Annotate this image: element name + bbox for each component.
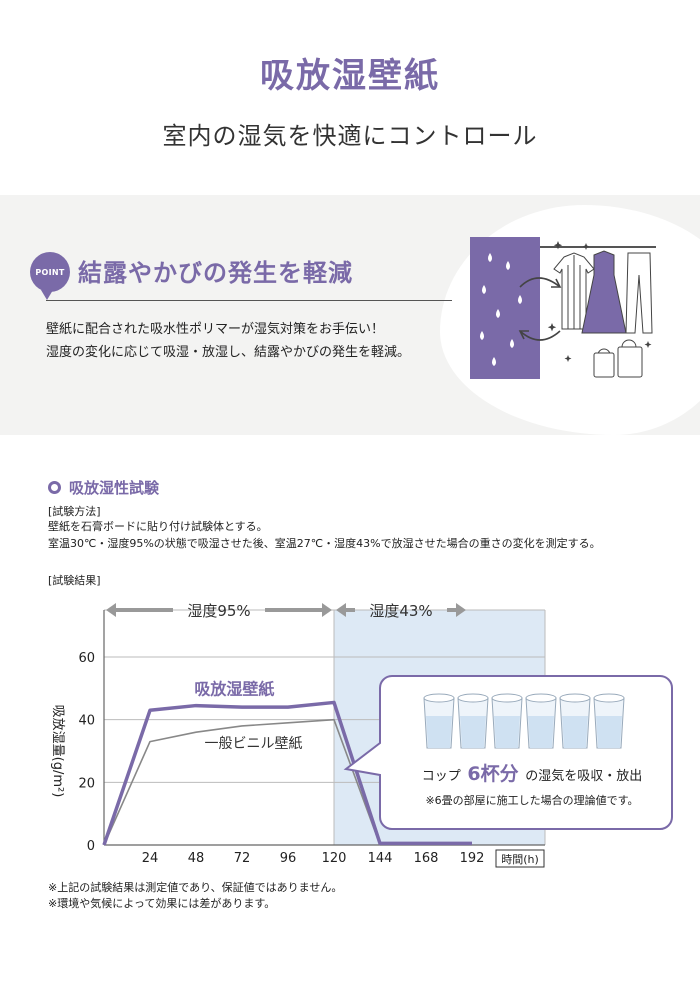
page-title: 吸放湿壁紙 (260, 56, 440, 96)
notes: ※上記の試験結果は測定値であり、保証値ではありません。 ※環境や気候によって効果… (48, 880, 342, 912)
x-axis-label: 時間(h) (501, 853, 539, 866)
x-tick-label: 24 (142, 851, 159, 866)
cup-rim (423, 693, 455, 703)
y-axis-label: 吸放湿量(g/m²) (50, 705, 65, 798)
divider (46, 300, 452, 301)
point-body: 壁紙に配合された吸水性ポリマーが湿気対策をお手伝い！ 湿度の変化に応じて吸湿・放… (46, 318, 446, 364)
cup-rim (457, 693, 489, 703)
dress-icon (581, 250, 627, 334)
results-label: [試験結果] (48, 574, 101, 587)
ring-bullet-icon (48, 481, 61, 494)
wallpaper-panel (470, 237, 540, 379)
note-line: ※環境や気候によって効果には差があります。 (48, 897, 276, 910)
page-subtitle: 室内の湿気を快適にコントロール (162, 122, 538, 150)
bag-icons (593, 339, 643, 378)
x-tick-label: 144 (368, 851, 393, 866)
sparkle-icons (547, 241, 652, 362)
callout-note: ※6畳の部屋に施工した場合の理論値です。 (425, 793, 638, 807)
test-heading: 吸放湿性試験 (48, 477, 159, 498)
phase-label: 湿度43% (369, 602, 432, 620)
x-tick-label: 120 (322, 851, 347, 866)
x-tick-label: 168 (414, 851, 439, 866)
note-line: ※上記の試験結果は測定値であり、保証値ではありません。 (48, 881, 343, 894)
cup-rim (593, 693, 625, 703)
y-tick-labels: 0 20 40 60 (78, 651, 95, 854)
phase-arrows: 湿度95% 湿度43% (106, 602, 466, 620)
point-body-line: 湿度の変化に応じて吸湿・放湿し、結露やかびの発生を軽減。 (46, 345, 411, 360)
series-line (102, 700, 472, 846)
cup-water (562, 716, 588, 748)
x-axis-label-box: 時間(h) (495, 849, 545, 868)
x-tick-label: 96 (280, 851, 297, 866)
cup-water (528, 716, 554, 748)
cup-icon (593, 693, 625, 749)
series-label: 一般ビニル壁紙 (205, 736, 303, 752)
arrow-head-icon (456, 603, 466, 617)
callout-headline: コップ 6杯分 の湿気を吸収・放出 (422, 762, 642, 785)
arrow-head-icon (106, 603, 116, 617)
y-tick-label: 60 (78, 651, 95, 666)
water-drop-icons (480, 253, 522, 366)
y-tick-label: 40 (78, 714, 95, 729)
phase-arrow: 湿度95% (106, 602, 332, 620)
cup-icon (423, 693, 455, 749)
cup-icon (491, 693, 523, 749)
point-heading: 結露やかびの発生を軽減 (78, 259, 353, 287)
cup-icon (457, 693, 489, 749)
test-heading-text: 吸放湿性試験 (69, 479, 160, 497)
cup-water (596, 716, 622, 748)
cup-water (426, 716, 452, 748)
cup-icon (525, 693, 557, 749)
cycle-arrows-icon (518, 277, 562, 341)
x-tick-labels: 24 48 72 96 120 144 168 192 (142, 851, 485, 866)
method-body: 壁紙を石膏ボードに貼り付け試験体とする。 室温30℃・湿度95%の状態で吸湿させ… (48, 518, 688, 552)
y-tick-label: 20 (78, 776, 95, 791)
point-badge: POINT (30, 252, 70, 300)
method-line: 壁紙を石膏ボードに貼り付け試験体とする。 (48, 520, 268, 533)
point-body-line: 壁紙に配合された吸水性ポリマーが湿気対策をお手伝い！ (46, 322, 385, 337)
arrow-head-icon (322, 603, 332, 617)
series-lines (102, 700, 472, 846)
series-label: 吸放湿壁紙 (194, 680, 274, 699)
shirt-icon (553, 252, 595, 330)
x-tick-label: 192 (460, 851, 485, 866)
cup-water (460, 716, 486, 748)
phase-arrow: 湿度43% (336, 602, 466, 620)
cup-rim (559, 693, 591, 703)
cup-rim (525, 693, 557, 703)
method-label: [試験方法] (48, 505, 101, 518)
pants-icon (625, 252, 653, 334)
method-line: 室温30℃・湿度95%の状態で吸湿させた後、室温27℃・湿度43%で放湿させた場… (48, 537, 601, 550)
phase-label: 湿度95% (187, 602, 250, 620)
arrow-head-icon (336, 603, 346, 617)
y-tick-label: 0 (87, 839, 95, 854)
cup-water (494, 716, 520, 748)
cup-rim (491, 693, 523, 703)
callout-box: コップ 6杯分 の湿気を吸収・放出 ※6畳の部屋に施工した場合の理論値です。 (343, 675, 673, 830)
x-tick-label: 48 (188, 851, 205, 866)
wall-closet-illustration (470, 237, 656, 379)
x-tick-label: 72 (234, 851, 251, 866)
point-section: POINT 結露やかびの発生を軽減 壁紙に配合された吸水性ポリマーが湿気対策をお… (0, 195, 700, 435)
cup-icon (559, 693, 591, 749)
